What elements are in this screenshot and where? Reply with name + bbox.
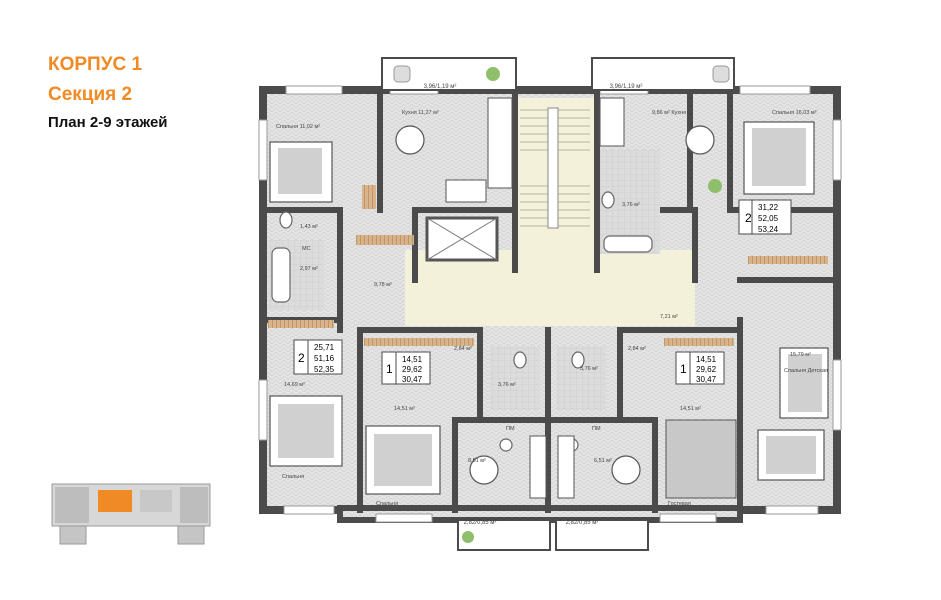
balcony-bottom-right — [555, 519, 649, 551]
unit-area-box: 1 14,51 29,62 30,47 — [675, 351, 725, 385]
plan-title: План 2-9 этажей — [48, 114, 168, 131]
room-label: 14,51 м² — [394, 406, 415, 412]
svg-text:29,62: 29,62 — [696, 365, 717, 374]
room-label: 2,84 м² — [454, 346, 472, 352]
section-title: Секция 2 — [48, 84, 133, 105]
balcony-area-bl: 2,82/0,85 м² — [464, 520, 497, 526]
sofa — [665, 419, 737, 499]
room-label: Спальня — [376, 501, 398, 507]
svg-text:29,62: 29,62 — [402, 365, 423, 374]
room-label: 1,43 м² — [300, 224, 318, 230]
svg-text:53,24: 53,24 — [758, 225, 779, 234]
key-plan-thumbnail — [51, 483, 211, 545]
sink — [499, 438, 513, 452]
svg-text:2: 2 — [298, 351, 305, 365]
svg-text:52,05: 52,05 — [758, 214, 779, 223]
key-plan-highlight — [98, 490, 132, 512]
plant-icon — [486, 67, 500, 81]
room-label: ПМ — [506, 426, 515, 432]
dining-table — [395, 125, 425, 155]
room-label: 3,76 м² — [498, 382, 516, 388]
room-label: Спальня Детская — [784, 368, 828, 374]
room-label: ПМ — [592, 426, 601, 432]
plant-icon — [462, 531, 474, 543]
room-label: 2,84 м² — [628, 346, 646, 352]
balcony-area-tr: 3,96/1,19 м² — [610, 84, 643, 90]
room-label: 15,79 м² — [790, 352, 811, 358]
balcony-area-tl: 3,96/1,19 м² — [424, 84, 457, 90]
room-label: 3,76 м² — [580, 366, 598, 372]
room-label: 3,76 м² — [622, 202, 640, 208]
svg-text:52,35: 52,35 — [314, 365, 335, 374]
svg-text:1: 1 — [386, 362, 393, 376]
plant-icon — [708, 179, 722, 193]
toilet — [601, 191, 615, 209]
svg-text:14,51: 14,51 — [696, 355, 717, 364]
room-label: 14,69 м² — [284, 382, 305, 388]
room-label: МС — [302, 246, 311, 252]
svg-text:31,22: 31,22 — [758, 203, 779, 212]
svg-text:2: 2 — [745, 211, 752, 225]
room-label: Гостевая — [668, 501, 691, 507]
svg-text:1: 1 — [680, 362, 687, 376]
unit-area-box: 1 14,51 29,62 30,47 — [381, 351, 431, 385]
room-label: 2,97 м² — [300, 266, 318, 272]
bathtub — [271, 247, 291, 303]
room-label: 14,51 м² — [680, 406, 701, 412]
dining-table — [611, 455, 641, 485]
dining-table — [685, 125, 715, 155]
building-title: КОРПУС 1 — [48, 54, 143, 75]
svg-text:14,51: 14,51 — [402, 355, 423, 364]
room-label: 9,86 м² Кухня — [652, 110, 686, 116]
unit-area-box: 2 31,22 52,05 53,24 — [738, 199, 792, 235]
room-label: 8,51 м² — [468, 458, 486, 464]
bathtub — [603, 235, 653, 253]
svg-text:30,47: 30,47 — [696, 375, 717, 384]
room-label: Спальня 11,02 м² — [276, 124, 320, 130]
balcony-area-br: 2,82/0,85 м² — [566, 520, 599, 526]
dining-table — [469, 455, 499, 485]
room-label: Кухня 11,27 м² — [402, 110, 439, 116]
room-label: 9,78 м² — [374, 282, 392, 288]
room-label: 7,21 м² — [660, 314, 678, 320]
room-label: Спальня — [282, 474, 304, 480]
svg-text:25,71: 25,71 — [314, 343, 335, 352]
room-label: 6,51 м² — [594, 458, 612, 464]
room-label: Спальня 16,03 м² — [772, 110, 817, 116]
toilet — [279, 211, 293, 229]
svg-text:30,47: 30,47 — [402, 375, 423, 384]
svg-text:51,16: 51,16 — [314, 354, 335, 363]
balcony-top-right — [591, 57, 735, 91]
unit-area-box: 2 25,71 51,16 52,35 — [293, 339, 343, 375]
